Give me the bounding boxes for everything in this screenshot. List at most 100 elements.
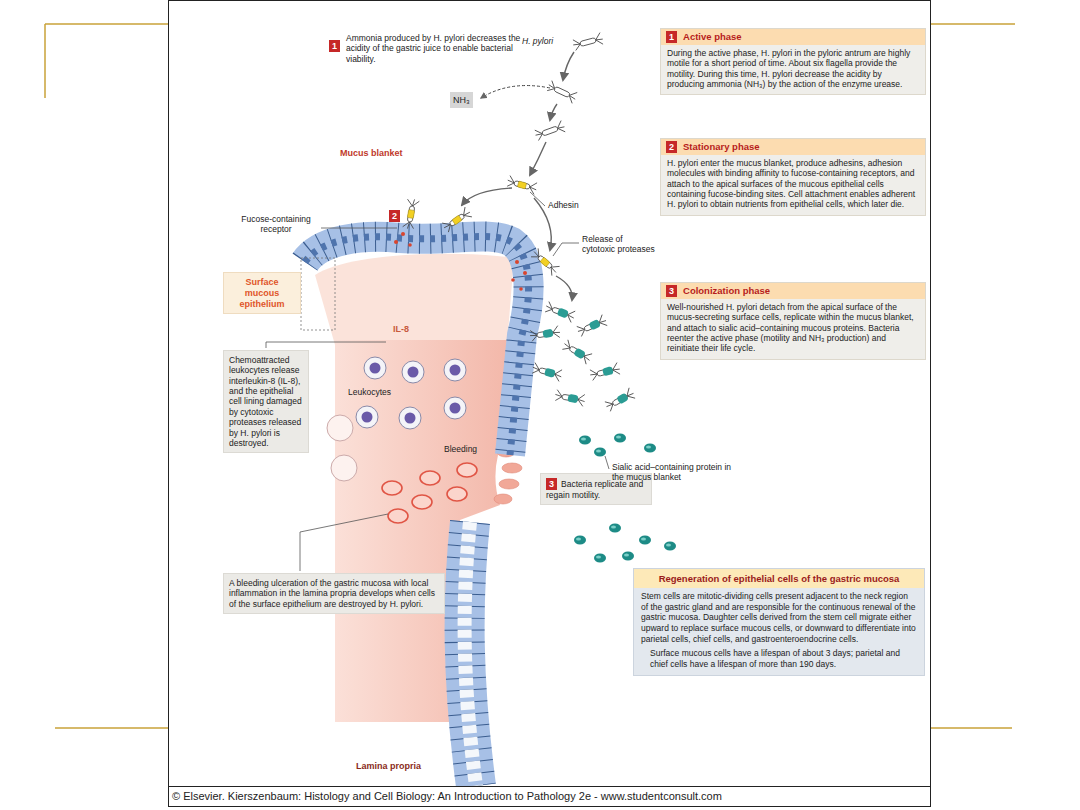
- note-box: Chemoattracted leukocytes release interl…: [223, 350, 309, 453]
- movement-arrow: [550, 104, 557, 120]
- red-blood-cell: [447, 487, 467, 501]
- red-blood-cell: [382, 463, 477, 523]
- leader-line: [553, 243, 579, 256]
- leukocyte: [408, 367, 419, 378]
- h-pylori-bacterium: [529, 325, 561, 342]
- phase-text: Well-nourished H. pylori detach from the…: [661, 299, 925, 359]
- note-text: Chemoattracted leukocytes release interl…: [229, 355, 303, 448]
- label-anchor: Bleeding: [444, 444, 477, 454]
- phase-header: 2 Stationary phase: [661, 139, 925, 155]
- part-label: Adhesin: [548, 200, 579, 210]
- callout-number: 3: [546, 478, 557, 490]
- part-label: Release of cytotoxic proteases: [582, 234, 656, 255]
- h-pylori-bacterium: [506, 175, 538, 194]
- leukocyte: [444, 397, 466, 419]
- h-pylori-bacterium: [589, 362, 621, 381]
- surface-epithelium: [305, 237, 529, 455]
- label-anchor: 1: [329, 35, 340, 53]
- credit-box: © Elsevier. Kierszenbaum: Histology and …: [168, 786, 931, 807]
- callout-number: 1: [329, 40, 340, 52]
- bleeding-blobs: [502, 463, 522, 473]
- leader-line: [605, 456, 609, 469]
- leukocyte: [364, 357, 386, 379]
- signal-label: IL-8: [393, 324, 409, 334]
- leukocyte: [402, 361, 424, 383]
- region-label: Lamina propria: [356, 761, 421, 771]
- callout-text: Ammonia produced by H. pylori decreases …: [346, 33, 524, 64]
- sialic-protein: [609, 524, 621, 533]
- figure-frame: [169, 1, 931, 787]
- phase-header: 3Colonization phase: [661, 283, 925, 299]
- surface-epithelium: [305, 237, 529, 455]
- red-blood-cell: [412, 495, 432, 509]
- h-pylori-bacterium: [546, 80, 578, 104]
- sialic-protein: [639, 536, 651, 545]
- red-blood-cell: [457, 463, 477, 477]
- sialic-protein: [664, 542, 676, 551]
- box-text: Surface mucous cells have a lifespan of …: [634, 646, 924, 675]
- callout-number: 3: [666, 285, 677, 297]
- leukocyte: [450, 403, 461, 414]
- callout-number: 2: [666, 141, 677, 153]
- note-box: NH₃: [450, 92, 473, 108]
- leader-line: [266, 342, 386, 348]
- leukocyte: [450, 365, 461, 376]
- leukocyte: [405, 413, 416, 424]
- red-blood-cell: [420, 471, 440, 485]
- cytotoxic-granules: [515, 260, 519, 264]
- sialic-protein: [594, 448, 606, 457]
- phase-text: During the active phase, H. pylori in th…: [661, 45, 925, 94]
- phase-text: H. pylori enter the mucus blanket, produ…: [661, 155, 925, 215]
- part-label: Bleeding: [444, 444, 477, 454]
- organism-label: H. pylori: [522, 36, 553, 46]
- bleeding-blobs: [494, 494, 512, 504]
- note-text: NH₃: [453, 94, 470, 106]
- h-pylori-bacterium: [534, 120, 566, 142]
- label-anchor: Fucose-containing receptor: [232, 214, 320, 235]
- bleeding-blobs: [499, 479, 519, 489]
- red-blood-cell: [382, 481, 402, 495]
- label-anchor: Leukocytes: [348, 387, 391, 397]
- label-anchor: 2: [389, 205, 400, 223]
- sialic-protein: [614, 434, 626, 443]
- cytotoxic-granules: [519, 287, 523, 291]
- leukocyte: [370, 363, 381, 374]
- label-anchor: IL-8: [393, 324, 409, 334]
- ammonia-arrow: [481, 86, 550, 98]
- box-text: Stem cells are mitotic-dividing cells pr…: [634, 588, 924, 646]
- cytotoxic-granules: [408, 243, 412, 247]
- epithelium-bracket: [301, 258, 335, 330]
- label-anchor: H. pylori: [522, 36, 553, 46]
- phase-title: Stationary phase: [683, 141, 760, 153]
- note-box: A bleeding ulceration of the gastric muc…: [223, 573, 445, 614]
- leader-line: [266, 192, 609, 571]
- h-pylori-bacterium: [572, 32, 604, 51]
- h-pylori-bacterium: [561, 339, 593, 364]
- surface-epithelium: [465, 522, 476, 786]
- phase-title: Active phase: [683, 31, 742, 43]
- leukocyte: [327, 357, 466, 481]
- movement-arrow: [563, 52, 574, 80]
- h-pylori-bacterium: [441, 206, 472, 233]
- cytotoxic-granules: [394, 232, 527, 291]
- note-text: Surface mucous epithelium: [227, 277, 297, 309]
- cell-label: Leukocytes: [348, 387, 391, 397]
- region-label: Mucus blanket: [340, 148, 403, 158]
- cytotoxic-granules: [511, 278, 515, 282]
- cytotoxic-granules: [394, 240, 398, 244]
- leader-line: [321, 228, 397, 229]
- leader-line: [300, 514, 388, 571]
- leukocyte: [331, 455, 357, 481]
- sialic-protein: [574, 536, 586, 545]
- leukocyte: [362, 412, 373, 423]
- h-pylori-bacterium: [604, 387, 636, 412]
- leukocyte: [327, 415, 353, 441]
- h-pylori-bacterium: [576, 314, 608, 338]
- sialic-protein: [622, 552, 634, 561]
- h-pylori-bacterium: [402, 32, 636, 412]
- leukocyte: [399, 407, 421, 429]
